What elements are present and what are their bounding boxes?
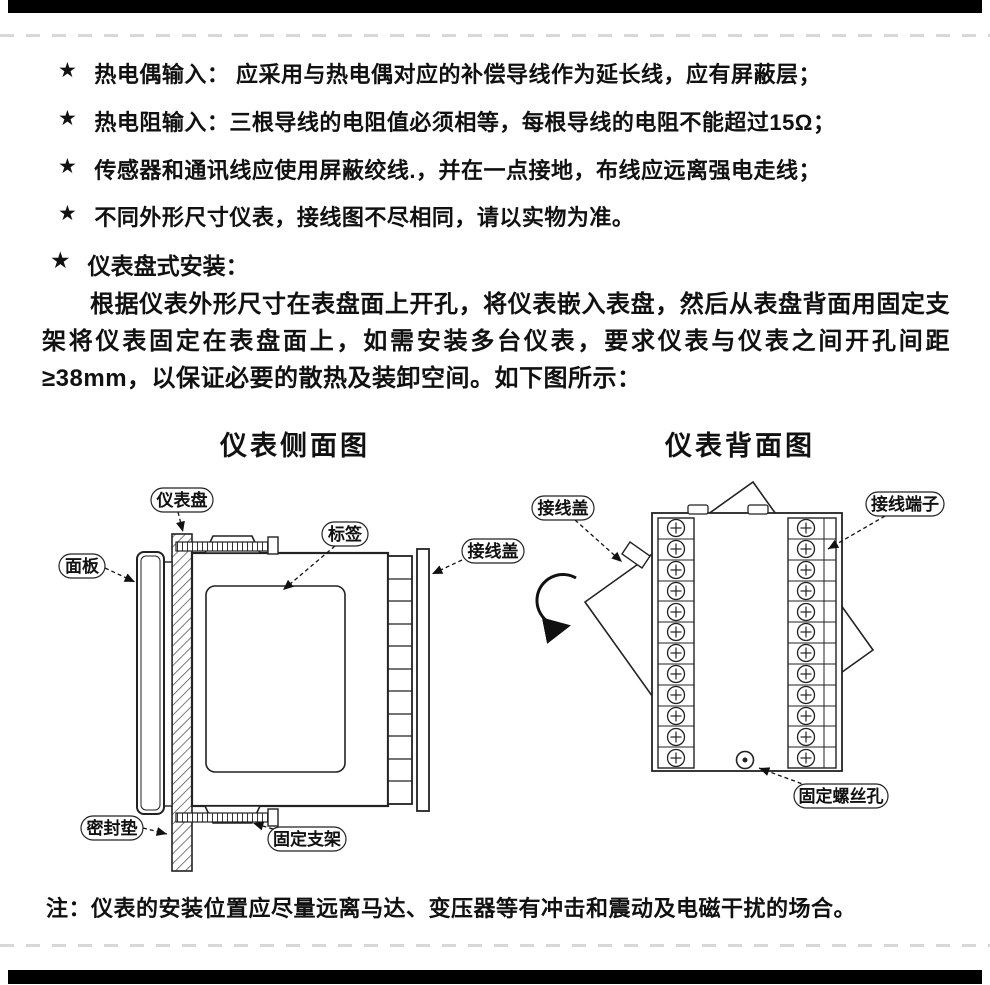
screw-hole-center [742, 757, 748, 763]
clip-tab [747, 504, 769, 515]
star-icon: ★ [50, 247, 71, 273]
back-label-terminals: 接线端子 [871, 494, 939, 514]
bullet-item: ★ 热电阻输入：三根导线的电阻值必须相等，每根导线的电阻不能超过15Ω； [58, 105, 835, 137]
terminal-strip-left-dividers [658, 538, 694, 748]
side-label-gasket: 密封垫 [87, 818, 138, 838]
side-label-panel: 仪表盘 [156, 490, 208, 510]
section-title: 仪表盘式安装： [87, 253, 249, 279]
bullet-text: 传感器和通讯线应使用屏蔽绞线.，并在一点接地，布线应远离强电走线； [94, 158, 821, 183]
bullet-text: 热电偶输入： 应采用与热电偶对应的补偿导线作为延长线，应有屏蔽层； [94, 62, 821, 87]
back-label-screw-hole: 固定螺丝孔 [799, 786, 884, 806]
bottom-dashed-divider [0, 944, 990, 947]
rotation-arrow [535, 573, 577, 644]
side-label-bracket: 固定支架 [273, 829, 341, 849]
installation-paragraph: 根据仪表外形尺寸在表盘面上开孔，将仪表嵌入表盘，然后从表盘背面用固定支架将仪表固… [42, 291, 950, 392]
side-label-faceplate: 面板 [65, 556, 100, 576]
star-icon: ★ [58, 59, 78, 82]
terminal-strip-right-dividers [788, 538, 836, 748]
top-screw-rod [175, 541, 269, 552]
label-area [205, 585, 346, 773]
back-leader-lines [574, 515, 886, 787]
footnote: 注：仪表的安装位置应尽量远离马达、变压器等有冲击和震动及电磁干扰的场合。 [46, 896, 857, 921]
faceplate-inner-edge [140, 555, 161, 811]
bullet-item: ★ 热电偶输入： 应采用与热电偶对应的补偿导线作为延长线，应有屏蔽层； [58, 57, 821, 89]
back-label-terminal-cover: 接线盖 [538, 498, 589, 518]
side-leader-lines [104, 511, 463, 836]
bullet-item: ★ 不同外形尺寸仪表，接线图不尽相同，请以实物为准。 [58, 200, 634, 232]
star-icon: ★ [58, 107, 78, 130]
side-label-terminal-cover: 接线盖 [468, 541, 519, 561]
side-label-boxes [58, 487, 525, 852]
case-clip [621, 541, 651, 569]
bullet-text: 热电阻输入：三根导线的电阻值必须相等，每根导线的电阻不能超过15Ω； [94, 110, 836, 135]
terminal-stack-dividers [388, 578, 412, 782]
terminal-stack [387, 555, 413, 805]
back-label-boxes [531, 491, 945, 809]
side-view-title: 仪表侧面图 [220, 431, 370, 461]
top-border-bar [8, 0, 982, 13]
star-icon: ★ [58, 202, 78, 225]
seal-gasket [163, 561, 173, 807]
clip-tab [687, 504, 709, 515]
faceplate [136, 551, 165, 815]
bullet-text: 不同外形尺寸仪表，接线图不尽相同，请以实物为准。 [94, 205, 635, 230]
section-heading: ★ 仪表盘式安装： [50, 247, 249, 281]
terminal-cover-plate [416, 548, 430, 812]
star-icon: ★ [58, 155, 78, 178]
side-view-diagram: 仪表盘 面板 标签 接线盖 密封垫 固定支架 [58, 487, 525, 872]
side-label-tag: 标签 [328, 524, 363, 544]
bullet-item: ★ 传感器和通讯线应使用屏蔽绞线.，并在一点接地，布线应远离强电走线； [58, 153, 821, 185]
top-dashed-divider [0, 34, 990, 37]
top-screw-head [267, 536, 279, 555]
bottom-border-bar [8, 970, 982, 984]
back-view-title: 仪表背面图 [665, 431, 815, 461]
bottom-screw-head [267, 808, 279, 827]
bottom-screw-rod [175, 812, 269, 823]
back-view-diagram: 接线盖 接线端子 固定螺丝孔 [531, 480, 945, 809]
